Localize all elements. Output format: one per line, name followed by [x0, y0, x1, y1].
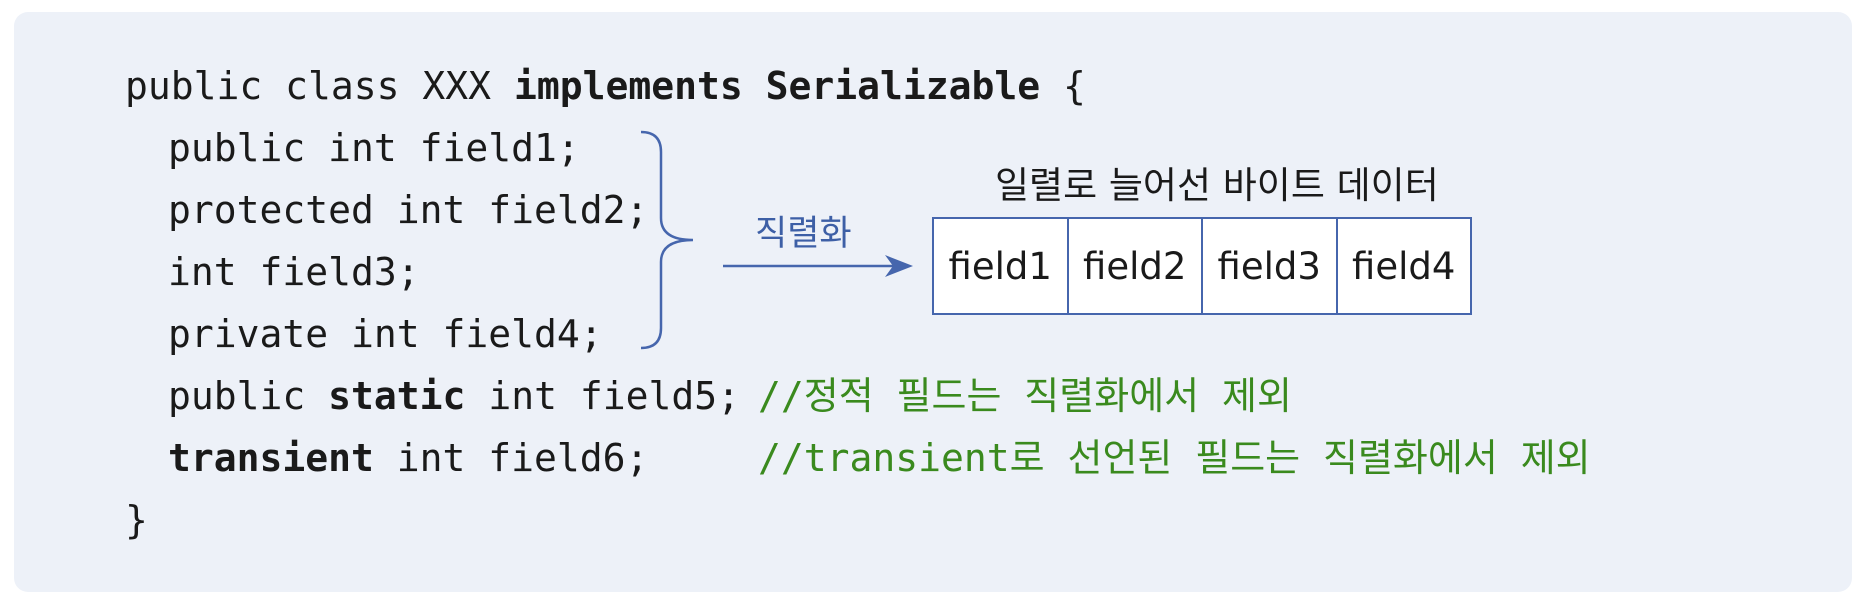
comment-static: //정적 필드는 직렬화에서 제외 [758, 374, 1292, 418]
code-line-closing-brace: } [125, 498, 148, 542]
byte-cell-field4: field4 [1352, 244, 1456, 288]
byte-cell-field1: field1 [934, 219, 1069, 313]
code-text: public class XXX [125, 64, 514, 108]
byte-data-caption: 일렬로 늘어선 바이트 데이터 [995, 164, 1439, 207]
serialize-label: 직렬화 [755, 214, 852, 254]
code-line-field6: transient int field6; [168, 434, 648, 482]
code-text: int field6; [373, 436, 649, 480]
code-line-field3: int field3; [168, 250, 420, 294]
code-line-field1: public int field1; [168, 126, 580, 170]
comment-transient: //transient로 선언된 필드는 직렬화에서 제외 [758, 436, 1591, 480]
code-line-class-declaration: public class XXX implements Serializable… [125, 62, 1086, 110]
code-text: { [1040, 64, 1086, 108]
code-keyword-implements: implements Serializable [513, 64, 1041, 108]
code-line-field5: public static int field5; [168, 372, 740, 420]
code-line-field2: protected int field2; [168, 188, 649, 232]
code-keyword-transient: transient [168, 436, 374, 480]
byte-sequence: field1 field2 field3 field4 [932, 217, 1472, 315]
serialize-arrow-head [885, 255, 913, 277]
byte-cell-field2: field2 [1069, 219, 1203, 313]
code-keyword-static: static [328, 374, 466, 418]
code-text: public [168, 374, 329, 418]
code-text: int field5; [465, 374, 740, 418]
curly-brace [640, 130, 694, 350]
code-block: public class XXX implements Serializable… [0, 0, 1086, 542]
byte-cell-field3: field3 [1203, 219, 1338, 313]
code-line-field4: private int field4; [168, 312, 603, 356]
